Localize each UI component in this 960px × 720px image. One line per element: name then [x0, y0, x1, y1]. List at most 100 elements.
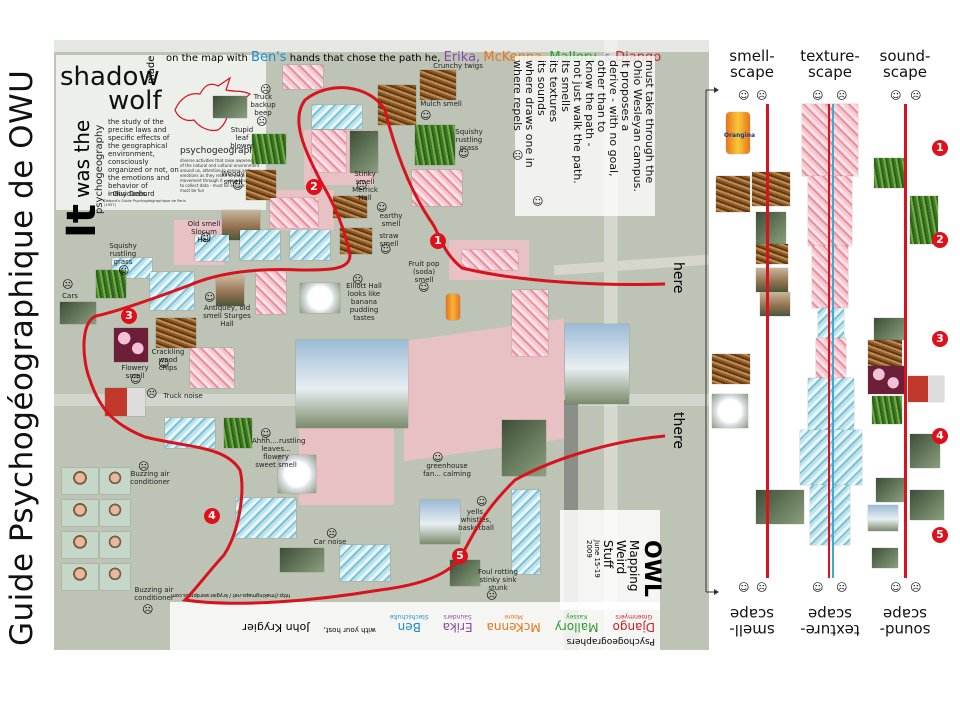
smiley-sad: ☹	[352, 273, 364, 286]
label-straw: straw smell	[379, 232, 399, 248]
texture-blue-3	[240, 230, 280, 260]
soundscape-title-line: scape	[883, 605, 928, 623]
label-car-noise: Car noise	[313, 538, 347, 546]
label-squishy-1: Squishy rustling grass	[455, 128, 483, 152]
soundscape-photo	[874, 158, 904, 188]
soundscape-photo	[874, 318, 904, 340]
photo-truck-sign	[213, 96, 247, 118]
smiley-happy: ☺	[476, 495, 488, 508]
texture-blue-8	[236, 498, 296, 538]
path-route	[82, 86, 666, 605]
photo-squishy-grass	[415, 125, 455, 165]
soundscape-line	[904, 104, 907, 578]
path-marker-4: 4	[204, 508, 220, 524]
smiley-happy: ☺	[418, 281, 430, 294]
smiley-happy: ☺	[458, 147, 470, 160]
smiley-sad: ☹	[486, 589, 498, 602]
soundscape-photo	[876, 478, 904, 502]
label-stinky: Stinky smell Merrick Hall	[352, 170, 378, 202]
smiley-happy: ☺	[200, 231, 212, 244]
smellscape-photo	[756, 244, 788, 264]
label-truck-beep: Truck backup beep	[250, 93, 276, 117]
headline-wolf: wolf	[108, 86, 162, 116]
soundscape-photo	[868, 366, 904, 394]
soundscape-photo	[910, 490, 944, 520]
soundscape-photo	[868, 340, 902, 368]
definition-2-word: psychogeography	[180, 146, 261, 156]
texture-blue-4	[195, 235, 229, 261]
photo-wood-chips	[156, 318, 196, 348]
soundscape-photo	[872, 396, 902, 424]
texturescape-title-line: scape	[808, 605, 853, 623]
sound-sad-icon: ☹	[910, 581, 922, 594]
smiley-happy: ☺	[532, 195, 544, 208]
smiley-happy: ☺	[130, 373, 142, 386]
texture-sad-icon: ☹	[836, 89, 848, 102]
smellscape-photo	[712, 394, 748, 428]
texturescape-swatch	[802, 104, 858, 176]
texture-pink-1	[283, 65, 323, 89]
path-marker-3: 3	[121, 308, 137, 324]
definition-1: the study of the precise laws and specif…	[108, 118, 179, 198]
must-take-panel	[515, 56, 655, 216]
smellscape-title: smell- scape	[720, 48, 784, 80]
texturescape-swatch	[808, 176, 852, 246]
photo-mulch	[378, 85, 416, 125]
intro-overlay	[56, 55, 266, 210]
texture-happy-icon: ☺	[812, 89, 824, 102]
texturescape-title-line: texture-	[800, 47, 860, 65]
soundscape-title-flipped: sound- scape	[870, 605, 940, 639]
texturescape-swatch	[812, 246, 848, 308]
soundscape-photo	[868, 505, 898, 531]
smiley-sad: ☹	[512, 149, 524, 162]
scape-marker-1: 1	[932, 140, 948, 156]
can-label: Orangina	[724, 132, 756, 139]
texturescape-title-flipped: texture- scape	[790, 605, 870, 639]
smellscape-photo	[752, 172, 790, 206]
texturescape-swatch	[816, 338, 846, 378]
texturescape-line-red	[828, 104, 830, 578]
top-line-prefix: on the map with	[166, 53, 248, 64]
photo-squishy-grass-2	[96, 270, 126, 298]
label-crunchy: Crunchy twigs	[433, 62, 483, 70]
texture-pink-4	[270, 198, 318, 228]
texturescape-swatch	[808, 378, 854, 430]
path-marker-2: 2	[306, 179, 322, 195]
smellscape-title-line: scape	[729, 63, 774, 81]
smiley-happy: ☺	[380, 243, 392, 256]
texture-pink-6	[462, 250, 518, 270]
smiley-happy: ☺	[260, 427, 272, 440]
texture-blue-10	[512, 490, 540, 574]
headline-shadow: shadow	[60, 62, 160, 92]
label-truck-noise: Truck noise	[163, 392, 203, 400]
photo-walkers	[565, 324, 629, 404]
smellscape-title-line: smell-	[729, 621, 775, 639]
texture-blue-1	[312, 105, 362, 129]
photo-twigs	[420, 70, 456, 100]
scape-marker-2: 2	[932, 232, 948, 248]
label-greenhouse: greenhouse fan... calming	[423, 462, 471, 478]
texture-pink-2	[312, 130, 346, 172]
sound-happy-icon: ☺	[890, 581, 902, 594]
texturescape-title-line: texture-	[800, 621, 860, 639]
smiley-happy: ☺	[118, 264, 130, 277]
sound-happy-icon: ☺	[890, 89, 902, 102]
smiley-happy: ☺	[204, 291, 216, 304]
scape-marker-4: 4	[932, 428, 948, 444]
definition-2-attr: Debord's Guide Psychogéographique de Par…	[104, 199, 186, 207]
photo-face-7	[100, 532, 130, 558]
photo-tree-2	[224, 418, 252, 448]
label-crackling: Crackling wood chips	[151, 348, 185, 372]
label-woody: Woody smell	[221, 170, 245, 186]
photo-earthy	[333, 196, 367, 218]
smiley-sad: ☹	[260, 83, 272, 96]
photo-face-5	[100, 468, 130, 494]
smellscape-title-flipped: smell- scape	[720, 605, 784, 639]
texturescape-swatch	[800, 430, 862, 485]
smellscape-title-line: scape	[730, 605, 775, 623]
smell-happy-icon: ☺	[738, 89, 750, 102]
photo-blossom	[278, 455, 316, 493]
smell-sad-icon: ☹	[756, 581, 768, 594]
photo-face-1	[62, 468, 98, 494]
